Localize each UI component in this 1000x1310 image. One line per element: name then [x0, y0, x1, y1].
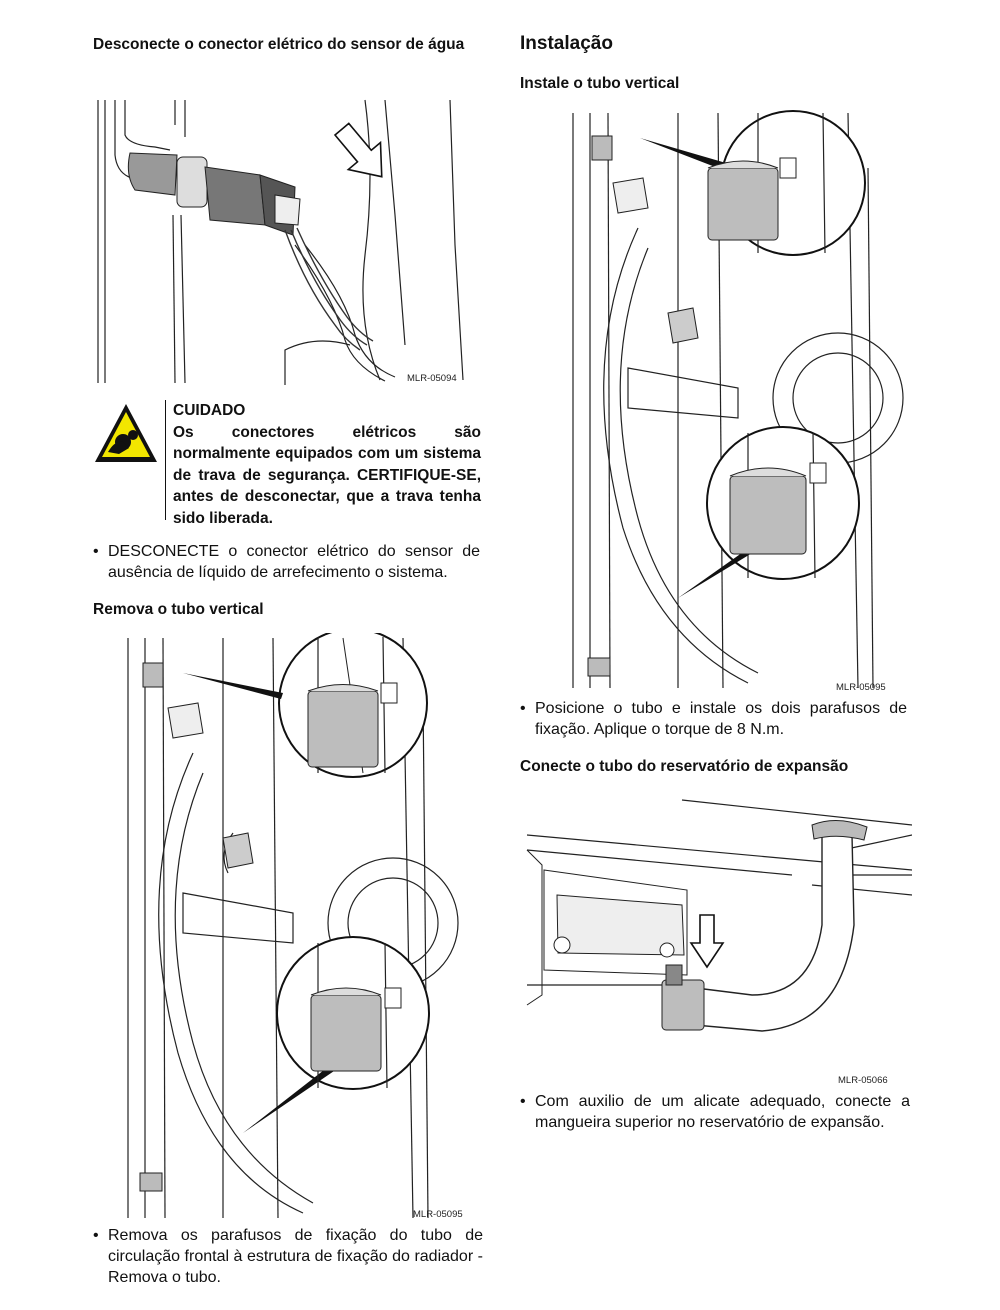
figure-label: MLR-05094: [407, 373, 457, 384]
list-item: • DESCONECTE o conector elétrico do sens…: [93, 541, 480, 583]
bullet-dot: •: [520, 1093, 526, 1110]
figure-connector-illustration: MLR-05094: [95, 95, 480, 387]
caution-divider: [165, 400, 166, 520]
caution-notice: CUIDADO Os conectores elétricos são norm…: [93, 400, 483, 527]
figure-label: MLR-05095: [836, 682, 886, 693]
section-heading-installation: Instalação: [520, 33, 613, 54]
bullet-text: Com auxilio de um alicate adequado, cone…: [535, 1093, 910, 1131]
caution-title: CUIDADO: [173, 402, 246, 419]
hand-caught-in-gears-warning-icon: [95, 404, 157, 462]
list-item: • Remova os parafusos de fixação do tubo…: [93, 1225, 483, 1285]
caution-body: Os conectores elétricos são normalmente …: [173, 423, 481, 527]
caution-text-block: CUIDADO Os conectores elétricos são norm…: [173, 400, 481, 529]
step-heading-connect: Conecte o tubo do reservatório de expans…: [520, 758, 849, 775]
bullet-text: DESCONECTE o conector elétrico do sensor…: [108, 543, 480, 581]
step-heading-disconnect: Desconecte o conector elétrico do sensor…: [93, 36, 465, 53]
bullet-dot: •: [93, 543, 99, 560]
bullet-text: Posicione o tubo e instale os dois paraf…: [535, 700, 907, 738]
figure-expansion-hose-illustration: MLR-05066: [522, 795, 912, 1090]
figure-label: MLR-05095: [413, 1209, 463, 1220]
step-heading-remove: Remova o tubo vertical: [93, 601, 264, 618]
figure-install-tube-illustration: MLR-05095: [568, 108, 908, 693]
list-item: • Posicione o tubo e instale os dois par…: [520, 698, 907, 740]
list-item: • Com auxilio de um alicate adequado, co…: [520, 1091, 910, 1133]
step-heading-install: Instale o tubo vertical: [520, 75, 680, 92]
bullet-text: Remova os parafusos de fixação do tubo d…: [108, 1227, 483, 1285]
figure-label: MLR-05066: [838, 1075, 888, 1086]
figure-remove-tube-illustration: MLR-05095: [123, 633, 483, 1223]
bullet-dot: •: [93, 1227, 99, 1244]
bullet-dot: •: [520, 700, 526, 717]
